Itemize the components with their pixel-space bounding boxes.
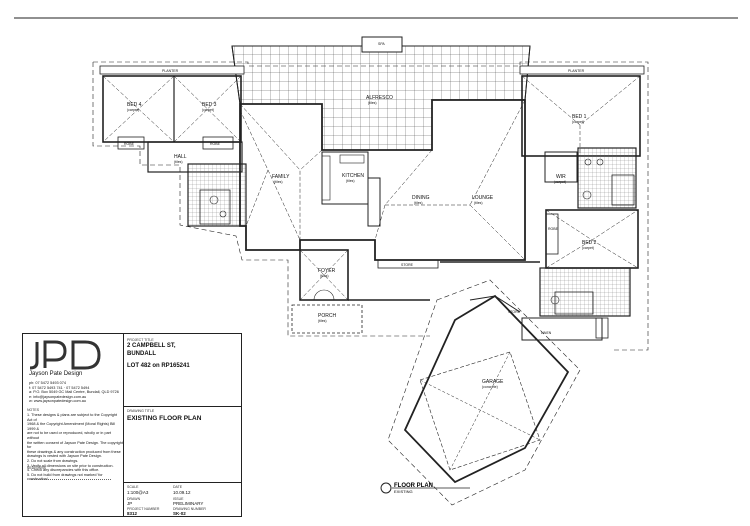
sheet-subtitle: EXISTING: [394, 489, 413, 494]
note-line: are not to be used or reproduced, wholly…: [27, 431, 112, 440]
drawing-title: EXISTING FLOOR PLAN: [127, 415, 202, 422]
drawn-label: DRAWN: [127, 497, 141, 501]
label-store2: STORE: [508, 310, 521, 314]
issue-label: ISSUE: [173, 497, 184, 501]
family-roof-lines: [239, 109, 301, 241]
notes-list: 1. These designs & plans are subject to …: [27, 413, 123, 482]
note-line: the written consent of Jayson Pate Desig…: [27, 440, 123, 450]
label-planter-left: PLANTER: [162, 69, 179, 73]
note-line: 5. Do not build from drawings not marked…: [27, 472, 103, 482]
drawing-number: SK-02: [173, 511, 186, 516]
company-name: Jayson Pate Design: [29, 371, 83, 377]
issue-value: PRELIMINARY: [173, 501, 204, 506]
main-living-walls: [239, 99, 526, 261]
label-bed2-floor: (carpet): [582, 246, 594, 250]
label-bed3: BED 3: [202, 102, 217, 108]
label-kitchen-floor: (tiles): [346, 179, 355, 183]
label-garage-floor: (concrete): [482, 385, 498, 389]
project-number: 8312: [127, 511, 138, 516]
note-line: 1968 & the Copyright Amendment (Moral Ri…: [27, 422, 116, 431]
planter-left: [99, 65, 245, 75]
label-family-floor: (tiles): [274, 180, 283, 184]
date-label: DATE: [173, 485, 183, 489]
note-line: 2. Do not scale from drawings.: [27, 458, 79, 463]
label-bed3-floor: (carpet): [202, 108, 214, 112]
label-lounge-floor: (tiles): [474, 201, 483, 205]
label-kitchen: KITCHEN: [342, 173, 364, 179]
note-line: 4. Check any discrepancies with this off…: [27, 468, 100, 473]
contact-line: w: www.jaysonpatedesign.com.au: [29, 399, 86, 404]
room-labels: BED 4 (carpet) BED 3 (carpet) ROBE ROBE …: [124, 42, 597, 389]
project-title-line-2: BUNDALL: [127, 351, 156, 357]
eaves-line: [92, 61, 649, 351]
label-hall-floor: (tiles): [174, 160, 183, 164]
scale-value: 1:100@A3: [127, 490, 149, 495]
label-alfresco: ALFRESCO: [366, 95, 393, 101]
contact-line: f: 07 5472 5493 741 · 07 5472 5494: [29, 385, 90, 390]
label-robe-bed2: ROBE: [548, 227, 559, 231]
label-bed4-floor: (carpet): [127, 108, 139, 112]
label-porch: PORCH: [318, 313, 336, 319]
label-robe-mid: ROBE: [210, 142, 221, 146]
contact-line: ph: 07 5472 5493 074: [29, 381, 66, 385]
label-foyer-floor: (tiles): [320, 274, 329, 278]
label-store: STORE: [401, 263, 414, 267]
label-dining-floor: (tiles): [414, 201, 423, 205]
label-wir-floor: (carpet): [554, 180, 566, 184]
project-title-line-1: 2 CAMPBELL ST,: [127, 343, 176, 349]
label-bed4: BED 4: [127, 102, 142, 108]
label-porch-floor: (tiles): [318, 319, 327, 323]
sheet-title: FLOOR PLAN: [394, 483, 433, 489]
label-hall: HALL: [174, 154, 187, 160]
label-lounge: LOUNGE: [472, 195, 494, 201]
bedroom-wing-right: [521, 75, 641, 209]
drawing-number-label: DRAWING NUMBER: [173, 507, 206, 511]
laundry-bath-block: [521, 267, 631, 341]
title-block: Jayson Pate Design ph: 07 5472 5493 074 …: [22, 333, 242, 517]
label-linen: LINEN: [541, 331, 552, 335]
note-line: these drawings & any construction produc…: [27, 449, 121, 454]
label-bed1: BED 1: [572, 114, 587, 120]
jpd-logo-mark: [29, 340, 101, 370]
label-dining: DINING: [412, 195, 430, 201]
drawn-value: JP: [127, 501, 133, 506]
sheet-title-symbol: [380, 482, 470, 494]
label-garage: GARAGE: [482, 379, 504, 385]
bedroom-wing-left: [102, 75, 242, 150]
garage: [387, 279, 581, 506]
label-robe-left: ROBE: [124, 142, 135, 146]
note-line: 3. Verify all dimensions on site prior t…: [27, 463, 114, 468]
project-number-label: PROJECT NUMBER: [127, 507, 160, 511]
contact-list: ph: 07 5472 5493 074 f: 07 5472 5493 741…: [29, 381, 121, 404]
bedroom-2: [545, 209, 639, 269]
foyer-porch: [291, 249, 540, 334]
label-family: FAMILY: [272, 174, 290, 180]
label-planter-right: PLANTER: [568, 69, 585, 73]
contact-line: e: info@jaysonpatedesign.com.au: [29, 394, 87, 399]
scale-label: SCALE: [127, 485, 139, 489]
project-title-label: PROJECT TITLE: [127, 338, 154, 342]
drawing-title-label: DRAWING TITLE: [127, 409, 155, 413]
label-alfresco-floor: (tiles): [368, 101, 377, 105]
revisions-label: REVISIONS: [27, 466, 47, 470]
spa-outline: [361, 36, 403, 53]
hall-bath-block: [147, 141, 247, 227]
lot-description: LOT 482 on RP165241: [127, 363, 190, 369]
label-foyer: FOYER: [318, 268, 336, 274]
planter-right: [519, 65, 645, 75]
note-line: 1. These designs & plans are subject to …: [27, 413, 118, 422]
notes-label: NOTES: [27, 408, 40, 412]
label-spa: SPA: [378, 42, 385, 46]
company-logo: [27, 340, 119, 370]
label-bed2: BED 2: [582, 240, 597, 246]
contact-line: a: P.O. Box 5049 GC Mail Centre, Bundall…: [29, 390, 119, 395]
label-wir: WIR: [556, 174, 566, 180]
label-bed1-floor: (carpet): [572, 120, 584, 124]
date-value: 10.09.12: [173, 490, 191, 495]
note-line: drawings is vested with Jayson Pate Desi…: [27, 454, 102, 459]
